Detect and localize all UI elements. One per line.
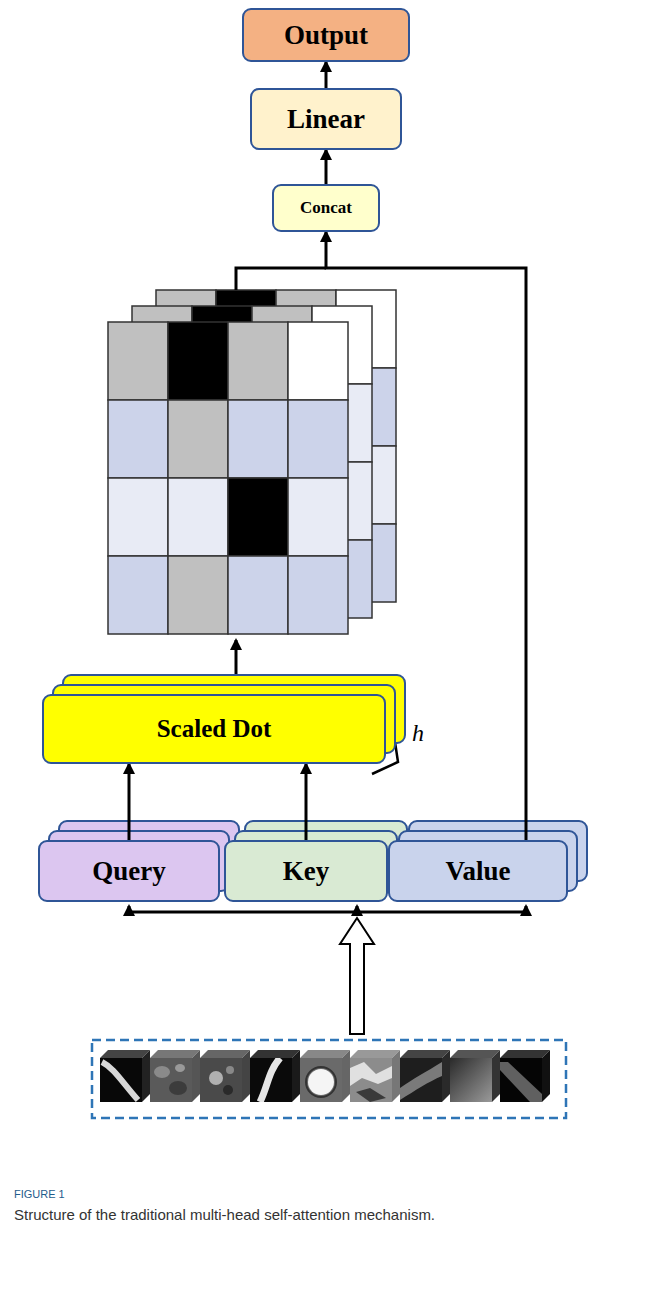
value-box: Value [388, 840, 568, 902]
node-text: Linear [287, 104, 365, 135]
patch-strip [92, 1040, 566, 1118]
flow-arrow [325, 62, 328, 88]
attention-matrix [108, 290, 396, 634]
node-text: Scaled Dot [157, 715, 272, 743]
figure-caption: Structure of the traditional multi-head … [14, 1206, 634, 1223]
query-box: Query [38, 840, 220, 902]
node-text: Output [284, 20, 368, 51]
node-text: Key [283, 856, 330, 887]
flow-arrow [235, 640, 238, 674]
input-bus [129, 911, 526, 914]
flow-arrow [128, 764, 131, 840]
key-box: Key [224, 840, 388, 902]
linear-box: Linear [250, 88, 402, 150]
node-text: Query [92, 856, 166, 887]
merge-line [236, 268, 326, 290]
scaled-dot-box: Scaled Dot [42, 694, 386, 764]
flow-arrow [356, 906, 359, 912]
output-box: Output [242, 8, 410, 62]
flow-arrow [305, 764, 308, 840]
image-patches [100, 1050, 550, 1102]
figure-number: FIGURE 1 [14, 1188, 65, 1200]
concat-box: Concat [272, 184, 380, 232]
node-text: Concat [300, 198, 352, 218]
flow-arrow [325, 150, 328, 184]
flow-arrow [128, 906, 131, 912]
input-arrow [340, 918, 374, 1034]
flow-arrow [525, 906, 528, 912]
head-count-label: h [412, 720, 424, 747]
node-text: Value [445, 856, 510, 887]
